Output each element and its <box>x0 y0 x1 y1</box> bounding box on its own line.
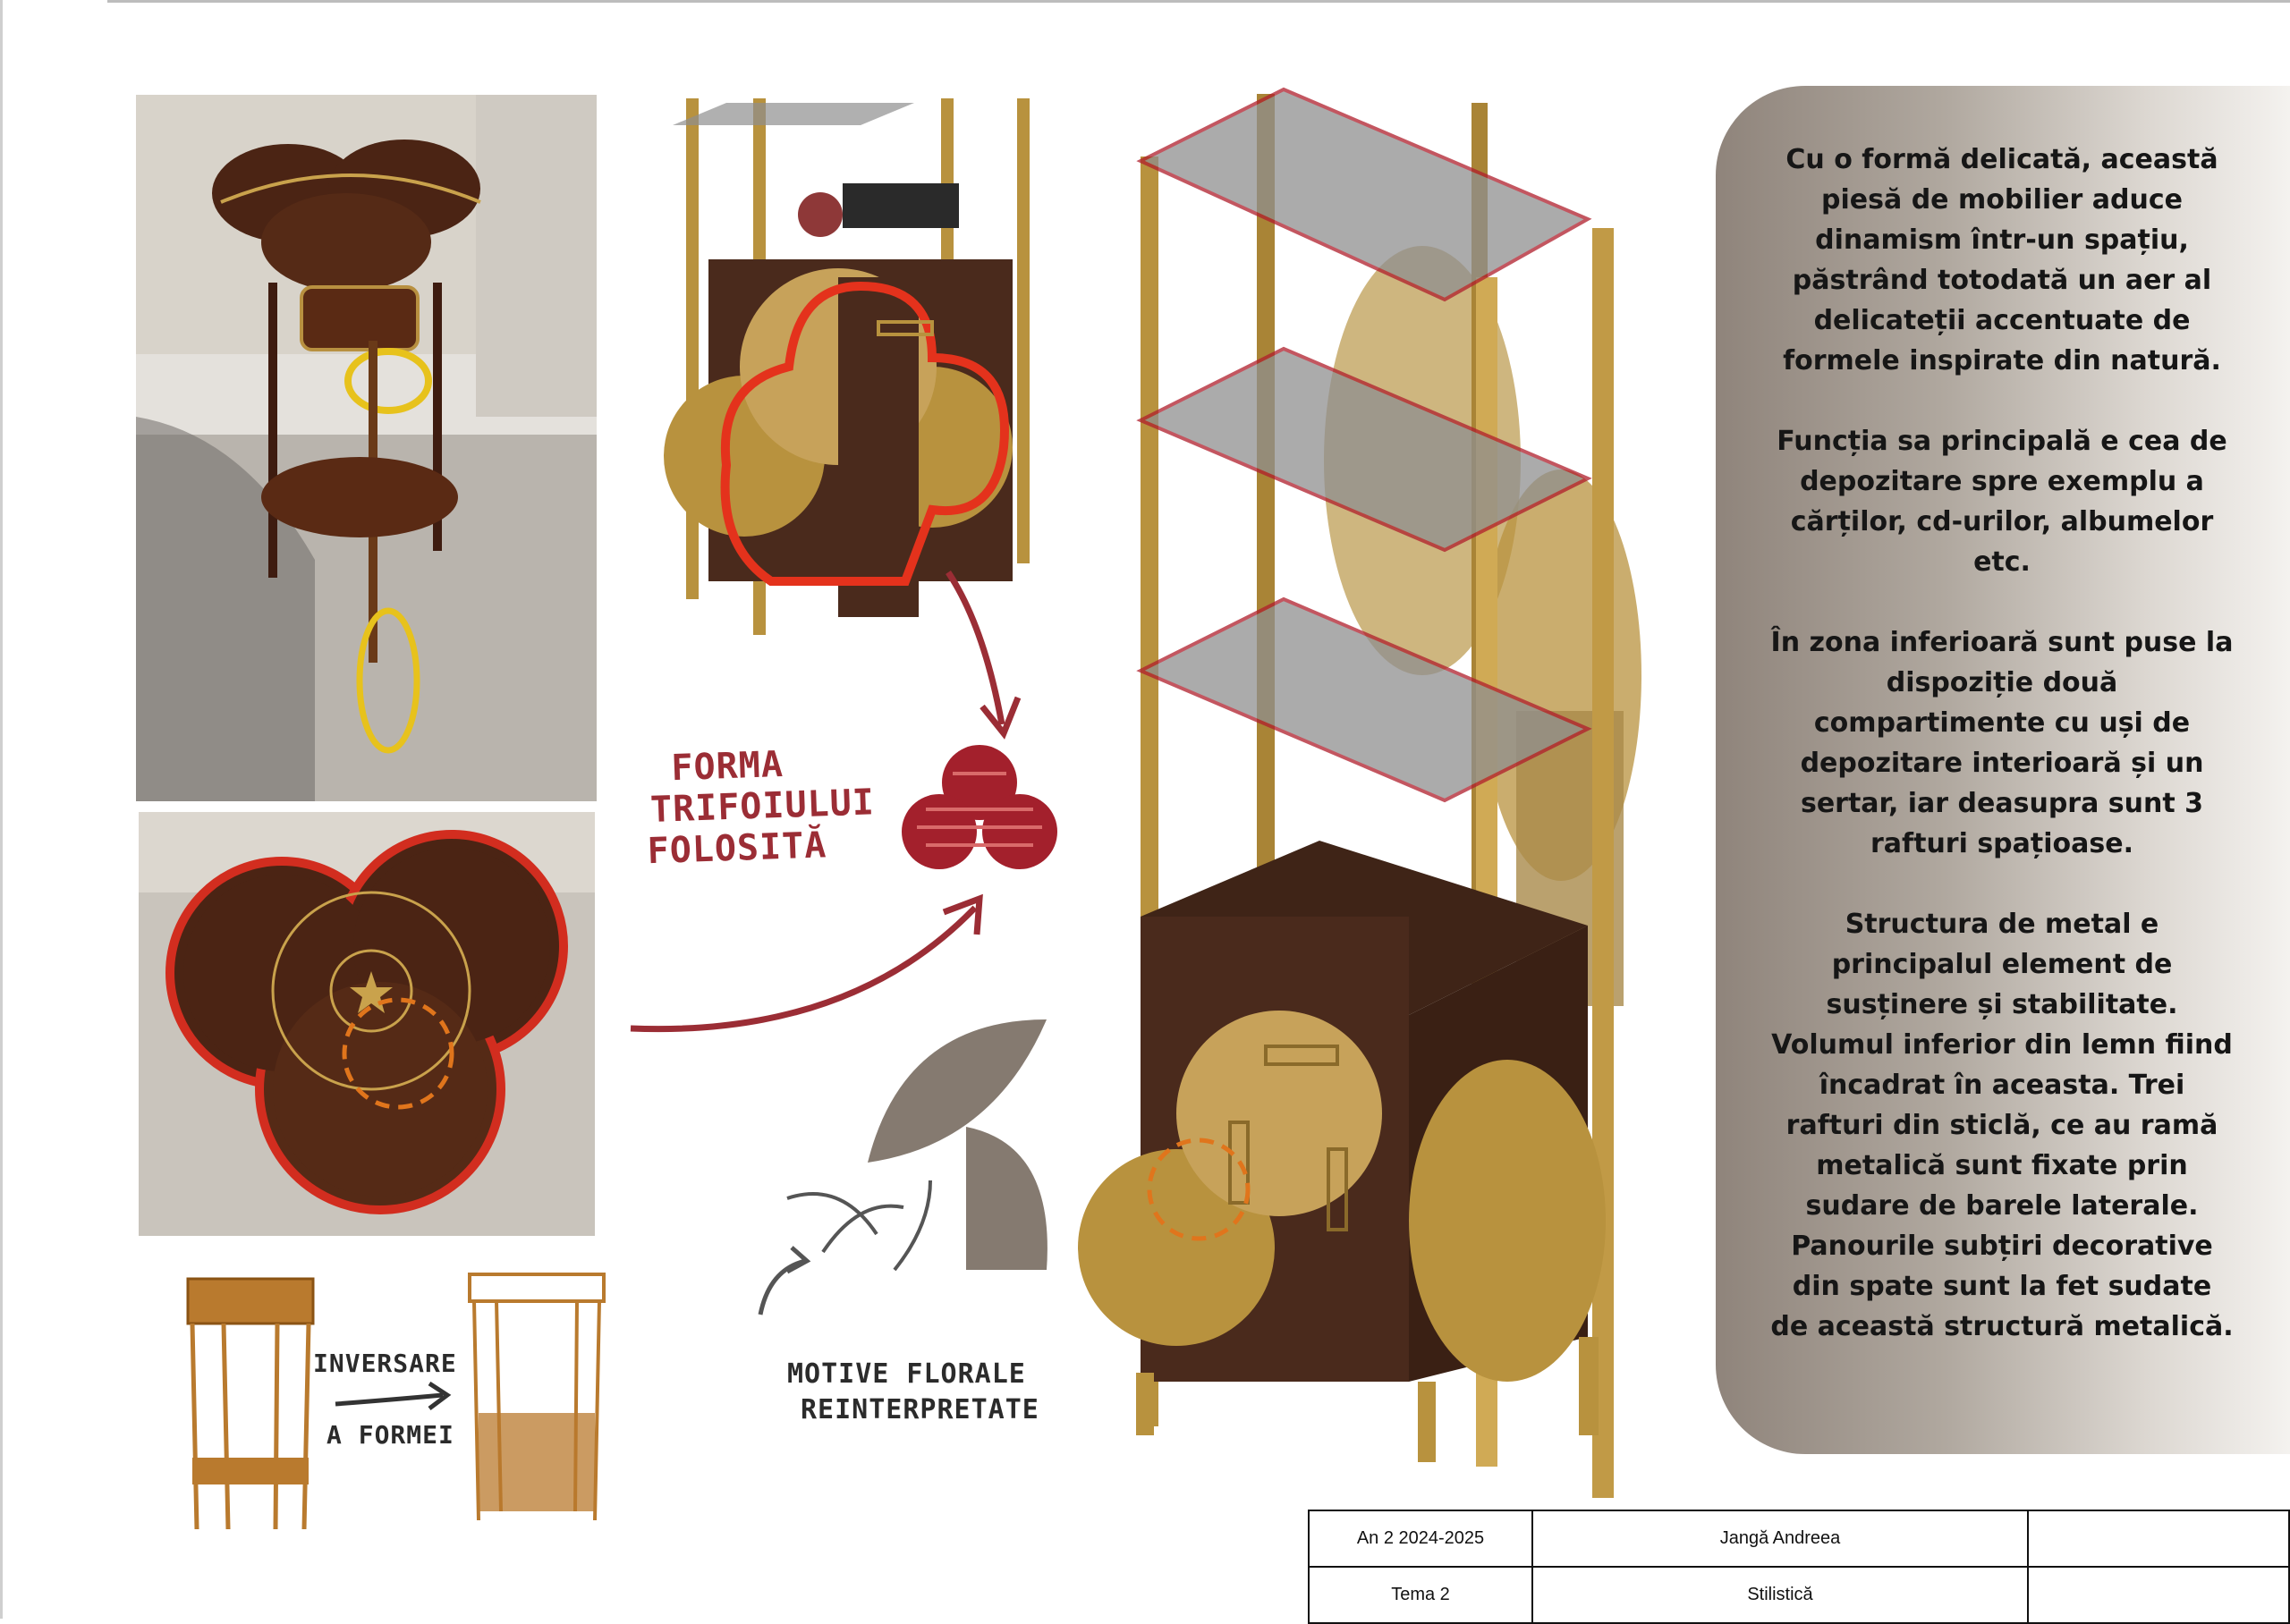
arrow-right-icon <box>335 1382 452 1410</box>
description-paragraph: În zona inferioară sunt puse la dispoziț… <box>1770 627 2234 859</box>
title-block-year: An 2 2024-2025 <box>1308 1510 1533 1568</box>
annotation-line: MOTIVE FLORALE <box>787 1358 1026 1390</box>
title-block-author: Jangă Andreea <box>1531 1510 2029 1568</box>
annotation-floral-motifs: MOTIVE FLORALE REINTERPRETATE <box>787 1357 1109 1428</box>
description-panel: Cu o formă delicată, această piesă de mo… <box>1716 86 2290 1454</box>
title-block-empty-cell <box>2027 1566 2290 1624</box>
reference-photo-clover-top <box>139 812 595 1236</box>
title-block-empty-cell <box>2027 1510 2290 1568</box>
render-cabinet-closeup <box>637 98 1084 644</box>
annotation-line: A FORMEI <box>327 1420 454 1450</box>
title-block-topic: Stilistică <box>1531 1566 2029 1624</box>
description-text: Cu o formă delicată, această piesă de mo… <box>1769 140 2235 1387</box>
top-rule <box>107 0 2290 3</box>
annotation-line: REINTERPRETATE <box>801 1394 1039 1425</box>
title-block: An 2 2024-2025 Jangă Andreea Tema 2 Stil… <box>1308 1510 2290 1624</box>
arrow-down-icon <box>946 571 1022 740</box>
description-paragraph: Cu o formă delicată, această piesă de mo… <box>1783 144 2221 376</box>
left-rule <box>0 0 3 1619</box>
title-block-theme: Tema 2 <box>1308 1566 1533 1624</box>
render-main-furniture <box>1078 85 1668 1498</box>
annotation-line: FOLOSITĂ <box>646 825 828 873</box>
description-paragraph: Structura de metal e principalul element… <box>1770 909 2234 1342</box>
annotation-clover-shape: FORMA TRIFOIULUI FOLOSITĂ <box>644 740 917 872</box>
floral-motif-sketch-icon <box>758 1019 1047 1315</box>
annotation-line: INVERSARE <box>313 1349 457 1378</box>
table-sketch-original-icon <box>186 1277 315 1530</box>
reference-photo-table <box>136 95 597 801</box>
table-sketch-inverted-icon <box>468 1273 606 1521</box>
arrow-curved-icon <box>630 893 983 1033</box>
description-paragraph: Funcția sa principală e cea de depozitar… <box>1777 426 2227 578</box>
annotation-inversion: INVERSARE A FORMEI <box>313 1346 465 1453</box>
clover-sketch-icon <box>902 745 1057 869</box>
